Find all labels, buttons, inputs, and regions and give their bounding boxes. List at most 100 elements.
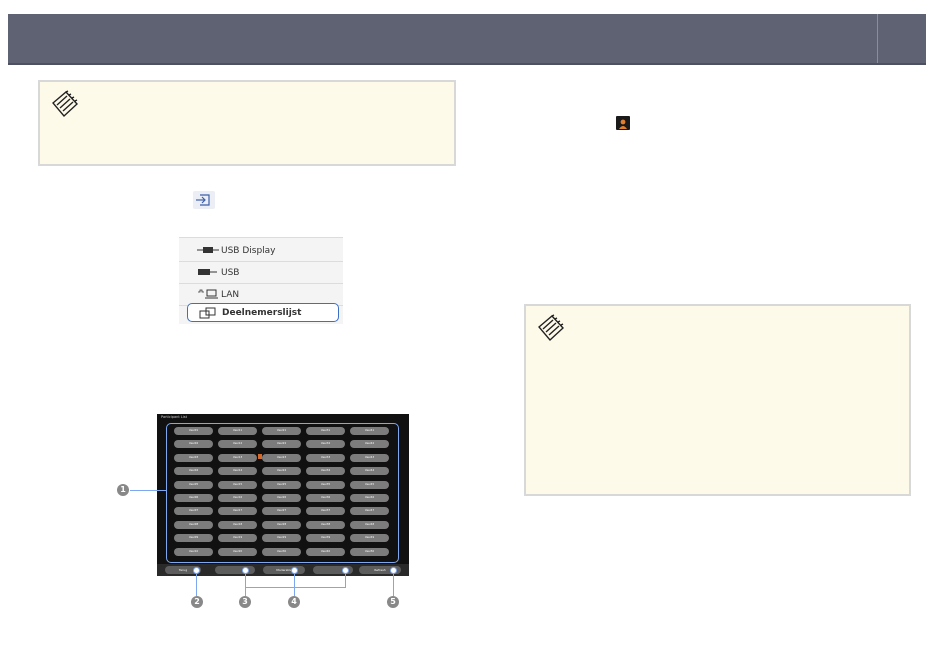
participant-cell[interactable]: User25 [262, 480, 301, 489]
callout-number-5: 5 [387, 596, 399, 608]
callout-number-1: 1 [117, 484, 129, 496]
participant-cell[interactable]: User23 [258, 453, 301, 462]
usb-display-icon [197, 247, 219, 253]
source-item-label: USB [221, 268, 240, 278]
participant-cell[interactable]: User07 [174, 507, 213, 516]
participant-cell[interactable]: User45 [350, 480, 389, 489]
participant-cell[interactable]: User17 [218, 507, 257, 516]
participant-cell[interactable]: User34 [306, 467, 345, 476]
callout-dot-3a [242, 567, 249, 574]
callout-line-3 [245, 574, 247, 596]
callout-number-3: 3 [239, 596, 251, 608]
participant-cell[interactable]: User26 [262, 494, 301, 502]
participant-cell[interactable]: User31 [306, 427, 345, 435]
callout-dot-5 [390, 567, 397, 574]
input-source-icon [193, 191, 215, 209]
callout-line-2 [196, 574, 198, 596]
participant-cell[interactable]: User10 [174, 547, 213, 556]
notepad-icon [50, 90, 80, 122]
participant-cell[interactable]: User01 [174, 427, 213, 435]
participant-cell[interactable]: User43 [350, 453, 389, 462]
source-item-participant-list[interactable]: Deelnemerslijst [187, 303, 339, 322]
participant-cell[interactable]: User32 [306, 440, 345, 449]
header-divider [877, 14, 878, 63]
participant-cell[interactable]: User29 [262, 534, 301, 543]
callout-line-3b [345, 574, 347, 588]
participant-cell[interactable]: User28 [262, 520, 301, 529]
participant-cell[interactable]: User14 [218, 467, 257, 476]
header-rule [8, 63, 926, 65]
participant-cell[interactable]: User36 [306, 494, 345, 502]
refresh-button[interactable]: Refresh [359, 566, 401, 574]
moderator-button[interactable]: Moderator [263, 566, 305, 574]
participant-cell[interactable]: User46 [350, 494, 389, 502]
callout-dot-2 [193, 567, 200, 574]
participant-cell[interactable]: User27 [262, 507, 301, 516]
participant-cell[interactable]: User20 [218, 547, 257, 556]
participant-cell[interactable]: User37 [306, 507, 345, 516]
participant-cell[interactable]: User13 [218, 453, 257, 462]
callout-dot-4 [291, 567, 298, 574]
participant-cell[interactable]: User05 [174, 480, 213, 489]
participant-cell[interactable]: User15 [218, 480, 257, 489]
participant-cell[interactable]: User44 [350, 467, 389, 476]
participant-cell[interactable]: User06 [174, 494, 213, 502]
moderator-button-label: Moderator [276, 568, 292, 572]
participants-icon [199, 307, 216, 319]
source-item-label: Deelnemerslijst [222, 308, 302, 318]
note-box-right [524, 304, 911, 496]
blank-button-right[interactable] [313, 566, 353, 574]
back-button[interactable]: Terug [165, 566, 201, 574]
user-icon [258, 453, 262, 459]
source-item-usb-display[interactable]: USB Display [179, 240, 343, 262]
refresh-button-label: Refresh [374, 568, 386, 572]
notepad-icon [536, 314, 566, 346]
participant-cell[interactable]: User38 [306, 520, 345, 529]
participant-grid-frame [166, 423, 399, 563]
participant-cell[interactable]: User08 [174, 520, 213, 529]
blank-button-left[interactable] [215, 566, 255, 574]
participant-cell[interactable]: User19 [218, 534, 257, 543]
participant-cell[interactable]: User30 [262, 547, 301, 556]
participant-cell[interactable]: User09 [174, 534, 213, 543]
participant-list-title: Participant List [161, 415, 187, 419]
lan-icon [198, 289, 218, 299]
source-item-label: USB Display [221, 246, 276, 256]
source-item-usb[interactable]: USB [179, 262, 343, 284]
source-item-label: LAN [221, 290, 240, 300]
participant-cell[interactable]: User40 [306, 547, 345, 556]
participant-cell[interactable]: User11 [218, 427, 257, 435]
participant-cell[interactable]: User50 [350, 547, 389, 556]
participant-cell[interactable]: User22 [262, 440, 301, 449]
callout-dot-3b [342, 567, 349, 574]
participant-cell[interactable]: User02 [174, 440, 213, 449]
user-icon [616, 116, 630, 130]
participant-cell[interactable]: User16 [218, 494, 257, 502]
participant-cell[interactable]: User04 [174, 467, 213, 476]
source-menu: USB Display USB LAN Deelnemerslijst [179, 237, 343, 324]
participant-cell[interactable]: User35 [306, 480, 345, 489]
back-button-label: Terug [178, 568, 188, 572]
callout-line-4 [294, 574, 296, 596]
participant-cell[interactable]: User39 [306, 534, 345, 543]
participant-cell[interactable]: User33 [306, 453, 345, 462]
participant-cell[interactable]: User12 [218, 440, 257, 449]
participant-cell[interactable]: User42 [350, 440, 389, 449]
callout-line-3-horizontal [245, 587, 346, 589]
note-box-top [38, 80, 456, 166]
usb-icon [198, 269, 217, 275]
participant-cell[interactable]: User18 [218, 520, 257, 529]
participant-cell[interactable]: User21 [262, 427, 301, 435]
participant-cell[interactable]: User47 [350, 507, 389, 516]
participant-cell[interactable]: User03 [174, 453, 213, 462]
participant-cell[interactable]: User49 [350, 534, 389, 543]
callout-line-1 [130, 490, 166, 492]
callout-number-4: 4 [288, 596, 300, 608]
participant-cell[interactable]: User24 [262, 467, 301, 476]
participant-cell[interactable]: User48 [350, 520, 389, 529]
participant-cell[interactable]: User41 [350, 427, 389, 435]
callout-line-5 [393, 574, 395, 596]
page-header-bar [8, 14, 926, 63]
callout-number-2: 2 [191, 596, 203, 608]
